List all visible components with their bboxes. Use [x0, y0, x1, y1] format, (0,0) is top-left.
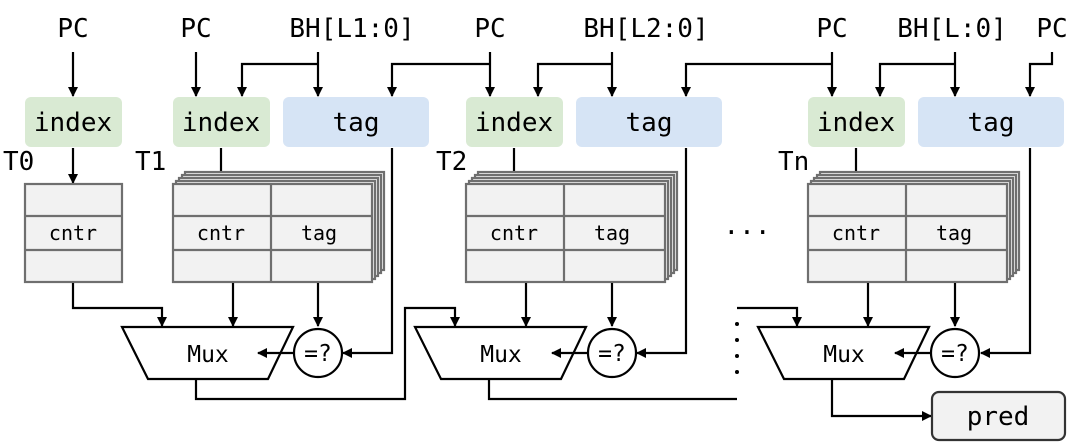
mux-n: Mux — [756, 325, 931, 381]
table-field-tag: tag — [594, 221, 630, 245]
table-name-tn: Tn — [778, 147, 809, 177]
table-field-tag: tag — [301, 221, 337, 245]
table-output-wires — [71, 148, 1032, 358]
compare-1: =? — [292, 327, 344, 379]
table-t2: cntr tag — [464, 170, 679, 284]
table-field-cntr: cntr — [490, 221, 538, 245]
compare-n: =? — [929, 327, 981, 379]
pc-input-label-tn: PC — [816, 14, 847, 44]
table-name-t2: T2 — [436, 147, 467, 177]
tag-label: tag — [968, 108, 1015, 138]
compare-2: =? — [586, 327, 638, 379]
compare-label: =? — [598, 341, 626, 367]
pred-label: pred — [967, 402, 1030, 432]
bh-input-label-t2: BH[L2:0] — [583, 14, 708, 44]
table-name-t0: T0 — [3, 147, 34, 177]
index-box-t2: index — [466, 97, 563, 147]
input-wires — [68, 52, 1054, 97]
mux-label: Mux — [823, 342, 865, 368]
ellipsis-vertical — [735, 322, 739, 374]
mux-chain-wires — [194, 306, 932, 421]
index-label: index — [475, 108, 553, 138]
compare-label: =? — [941, 341, 969, 367]
bh-input-label-t1: BH[L1:0] — [289, 14, 414, 44]
mux-label: Mux — [480, 342, 522, 368]
table-name-t1: T1 — [135, 147, 166, 177]
table-field-cntr: cntr — [832, 221, 880, 245]
table-field-tag: tag — [936, 221, 972, 245]
pred-output-box: pred — [930, 390, 1067, 442]
index-label: index — [817, 108, 895, 138]
table-tn: cntr tag — [806, 170, 1021, 284]
table-field-cntr: cntr — [197, 221, 245, 245]
mux-label: Mux — [187, 342, 229, 368]
table-t0: cntr — [23, 182, 124, 284]
tag-box-t1: tag — [283, 97, 429, 147]
index-box-t0: index — [25, 97, 122, 147]
tag-label: tag — [333, 108, 380, 138]
ellipsis-horizontal: ... — [724, 211, 771, 241]
pc-tag-input-label-tn: PC — [1036, 14, 1067, 44]
index-label: index — [182, 108, 260, 138]
tag-box-tn: tag — [918, 97, 1064, 147]
tag-box-t2: tag — [576, 97, 722, 147]
index-box-t1: index — [173, 97, 270, 147]
mux-1: Mux — [120, 325, 295, 381]
table-t1: cntr tag — [171, 170, 386, 284]
pc-input-label-t0: PC — [57, 14, 88, 44]
pc-input-label-t2: PC — [474, 14, 505, 44]
compare-label: =? — [304, 341, 332, 367]
index-box-tn: index — [808, 97, 905, 147]
tag-label: tag — [626, 108, 673, 138]
pc-input-label-t1: PC — [180, 14, 211, 44]
bh-input-label-tn: BH[L:0] — [897, 14, 1007, 44]
table-field-cntr: cntr — [49, 221, 97, 245]
index-label: index — [34, 108, 112, 138]
mux-2: Mux — [413, 325, 588, 381]
